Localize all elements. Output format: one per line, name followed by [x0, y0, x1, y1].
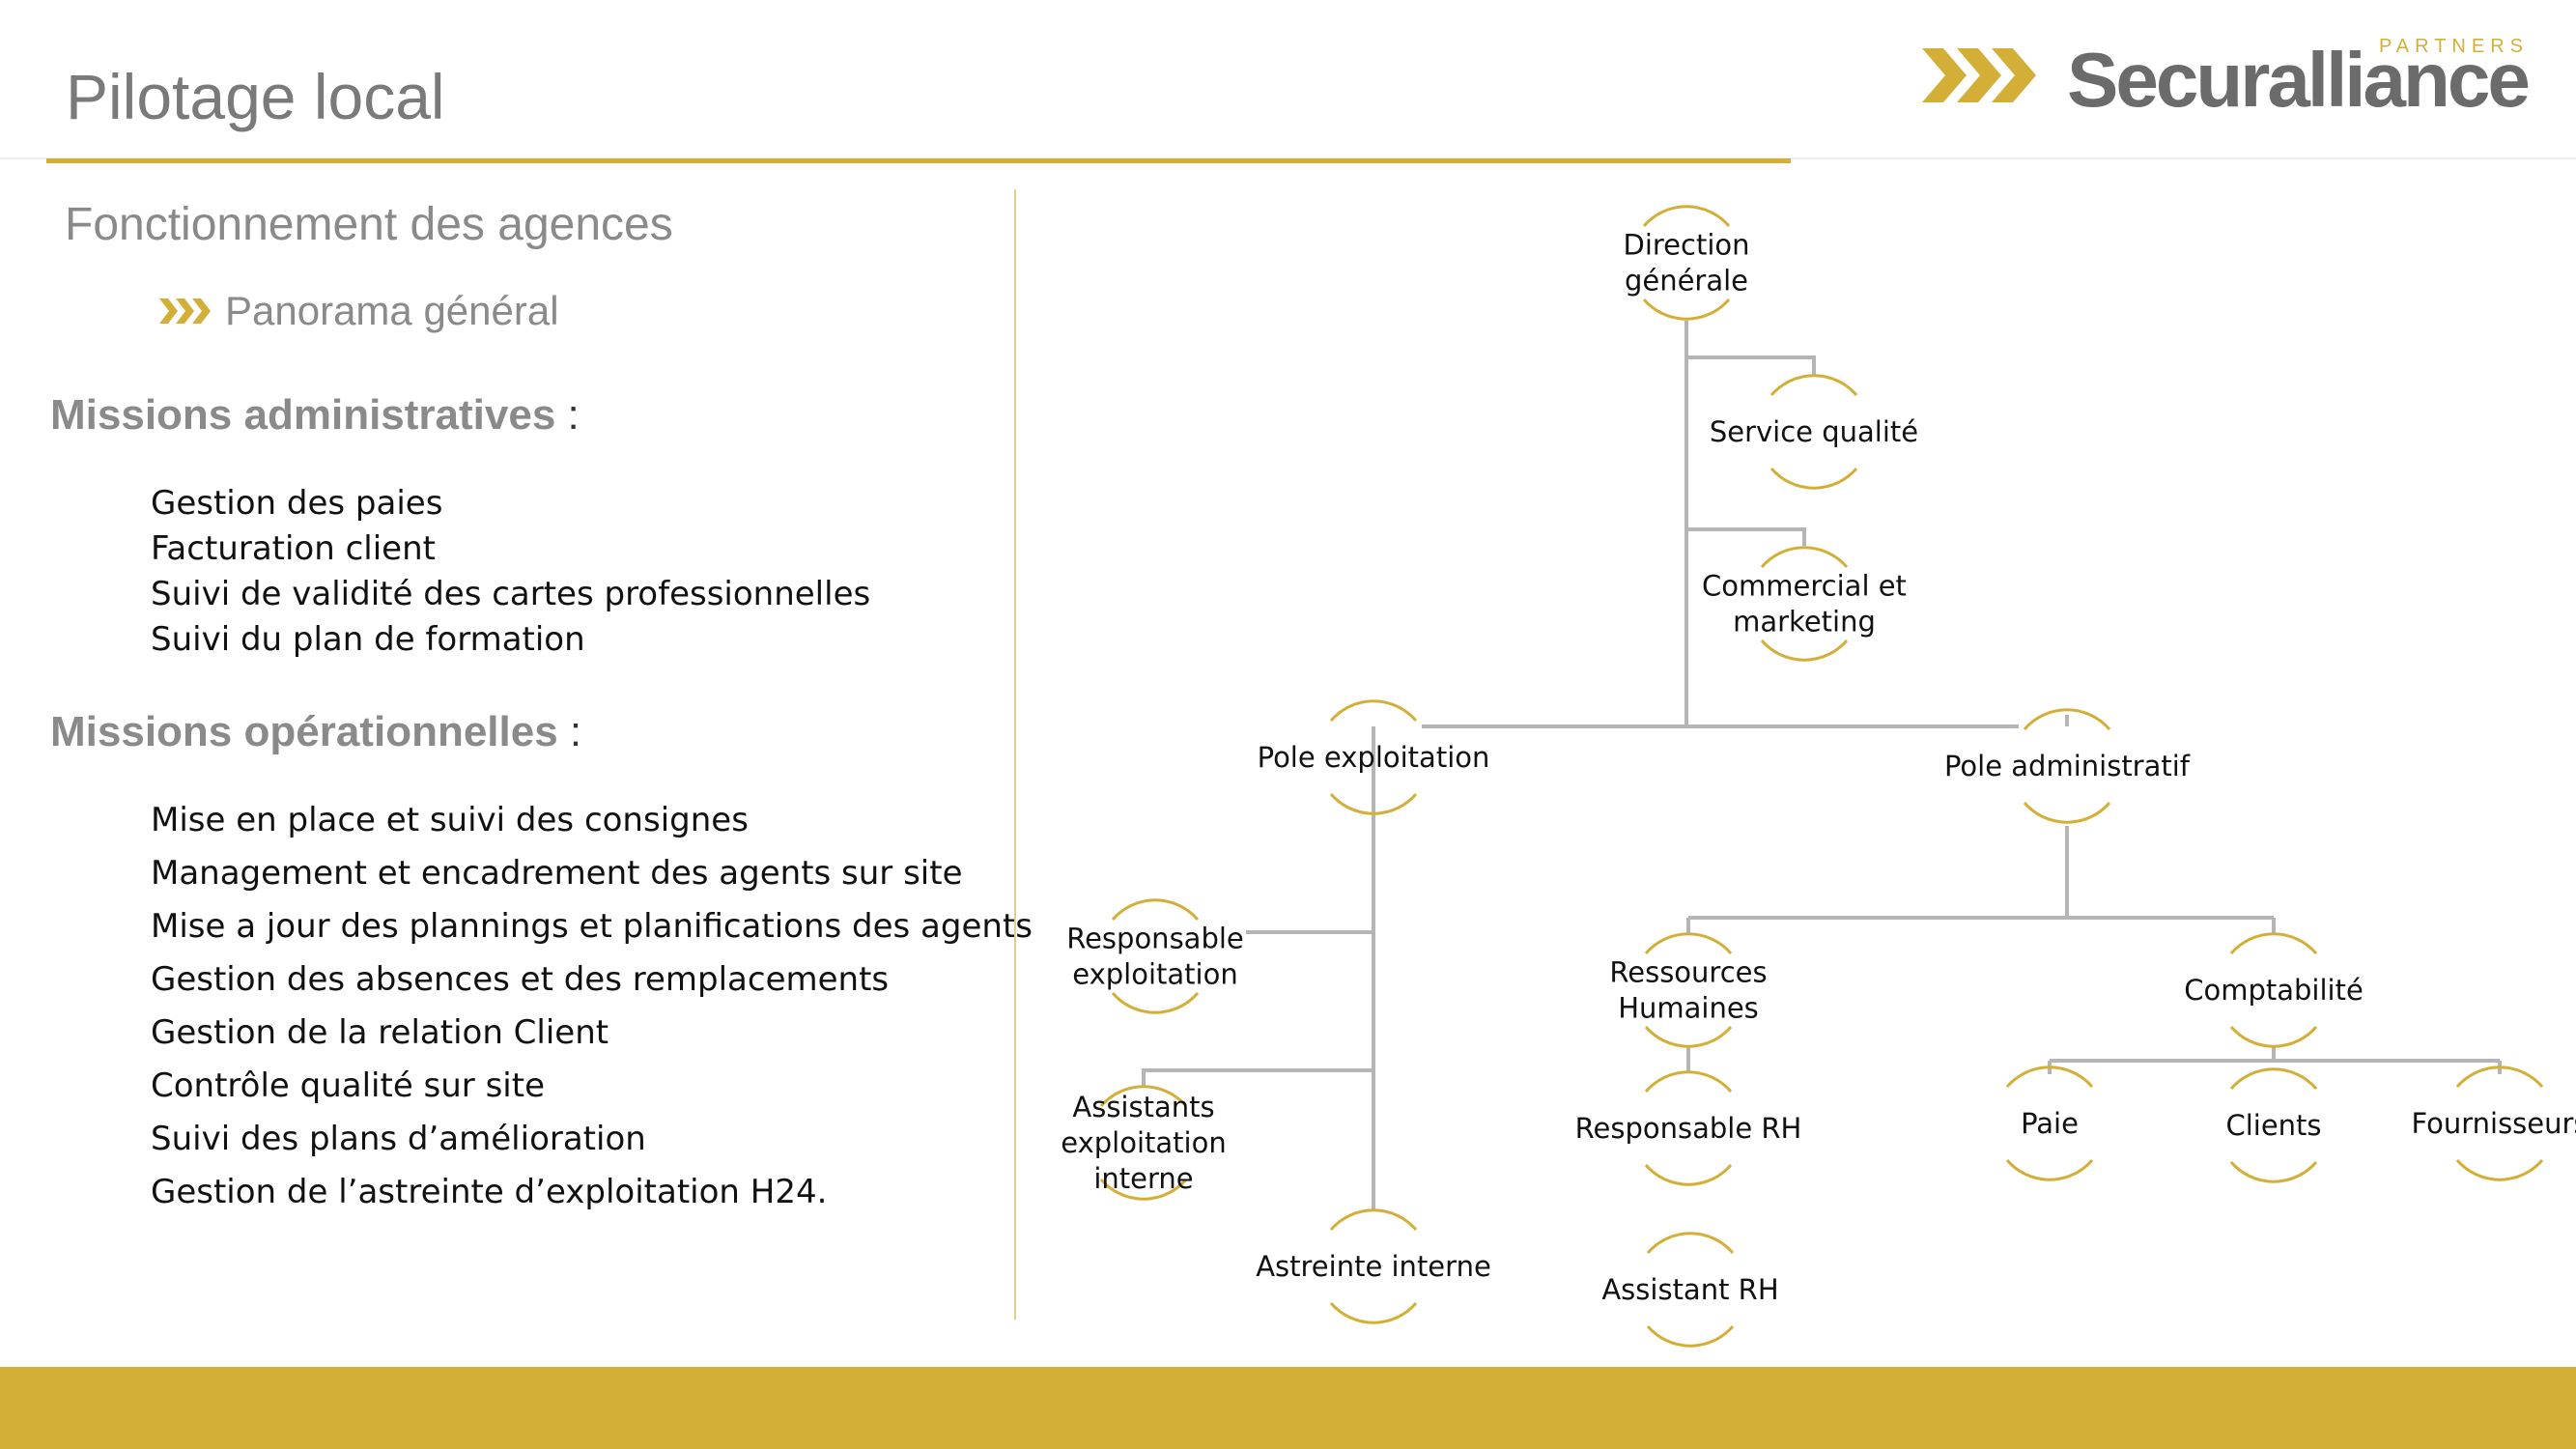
node-arc-top: [1329, 1208, 1418, 1231]
org-node-clients: Clients: [2225, 1067, 2322, 1183]
org-node-pole-exploitation: Pole exploitation: [1258, 699, 1490, 815]
company-logo: PARTNERS Securalliance: [1922, 36, 2531, 123]
node-arc-top: [1642, 205, 1731, 227]
node-arc-bottom: [1099, 1179, 1188, 1201]
node-arc-bottom: [1329, 793, 1418, 815]
node-arc-top: [1644, 932, 1733, 954]
node-arc-bottom: [1646, 1325, 1735, 1348]
node-arc-bottom: [2023, 802, 2111, 824]
node-arc-bottom: [1111, 992, 1200, 1014]
org-node-label: Responsable: [1066, 923, 1244, 955]
list-item: Mise en place et suivi des consignes: [151, 801, 749, 839]
node-arc-top: [2455, 1065, 2544, 1088]
node-arc-bottom: [1644, 1164, 1733, 1186]
node-arc-bottom: [1769, 468, 1858, 490]
node-arc-top: [1769, 374, 1858, 396]
org-node-fournisseurs: Fournisseurs: [2411, 1065, 2576, 1181]
org-node-label: Fournisseurs: [2411, 1107, 2576, 1140]
node-arc-bottom: [2229, 1026, 2318, 1048]
org-node-label: Commercial et: [1702, 570, 1907, 603]
org-node-label: Assistants: [1072, 1091, 1214, 1123]
page-title: Pilotage local: [66, 61, 445, 132]
org-node-label: interne: [1093, 1162, 1193, 1195]
list-item: Gestion de la relation Client: [151, 1013, 609, 1052]
node-arc-bottom: [1329, 1302, 1418, 1324]
node-arc-top: [1099, 1085, 1188, 1107]
column-divider: [1014, 189, 1016, 1320]
node-arc-bottom: [1644, 1026, 1733, 1048]
admin-missions-list: Gestion des paies Facturation client Sui…: [151, 481, 870, 663]
subsection-label: Panorama général: [225, 288, 559, 333]
org-node-label: exploitation: [1072, 958, 1237, 991]
node-arc-bottom: [1760, 639, 1849, 662]
org-node-label: Pole exploitation: [1258, 741, 1490, 774]
node-arc-top: [2229, 932, 2318, 954]
org-connector: [1686, 355, 1816, 377]
org-node-label: Direction: [1623, 229, 1749, 262]
org-node-responsable-rh: Responsable RH: [1575, 1070, 1802, 1186]
list-item: Contrôle qualité sur site: [151, 1066, 545, 1105]
org-node-label: Comptabilité: [2184, 974, 2364, 1007]
org-node-label: Assistant RH: [1601, 1273, 1778, 1306]
list-item: Gestion des paies: [151, 484, 443, 523]
org-node-label: Clients: [2225, 1109, 2321, 1142]
list-item: Suivi de validité des cartes professionn…: [151, 575, 871, 613]
list-item: Mise a jour des plannings et planificati…: [151, 907, 1033, 946]
org-node-label: Astreinte interne: [1256, 1250, 1491, 1283]
org-node-label: exploitation: [1061, 1126, 1226, 1159]
org-node-pole-administratif: Pole administratif: [1944, 708, 2191, 824]
list-item: Suivi des plans d’amélioration: [151, 1120, 646, 1158]
node-arc-bottom: [2005, 1159, 2094, 1181]
node-arc-bottom: [2455, 1159, 2544, 1181]
org-node-paie: Paie: [2005, 1065, 2094, 1181]
list-item: Gestion des absences et des remplacement…: [151, 960, 890, 999]
org-node-qualite: Service qualité: [1710, 374, 1918, 490]
admin-missions-title: Missions administratives :: [50, 391, 580, 439]
node-arc-top: [2229, 1067, 2318, 1090]
node-arc-bottom: [2229, 1161, 2318, 1183]
org-connector: [1142, 1068, 1373, 1087]
node-arc-top: [2005, 1065, 2094, 1088]
subsection: Panorama général: [159, 288, 559, 334]
org-node-label: Responsable RH: [1575, 1112, 1802, 1145]
footer-band: [0, 1367, 2576, 1449]
logo-text: Securalliance: [2067, 37, 2528, 123]
node-arc-top: [1760, 546, 1849, 568]
org-connector: [1686, 527, 1806, 546]
node-arc-top: [1111, 898, 1200, 921]
org-node-assistant-rh: Assistant RH: [1601, 1232, 1779, 1348]
section-heading: Fonctionnement des agences: [65, 199, 673, 250]
list-item: Gestion de l’astreinte d’exploitation H2…: [151, 1173, 828, 1211]
org-node-label: Service qualité: [1710, 415, 1918, 448]
ops-missions-title: Missions opérationnelles :: [50, 708, 582, 755]
node-arc-top: [1329, 699, 1418, 722]
org-node-comptabilite: Comptabilité: [2184, 932, 2364, 1048]
logo-subtext: PARTNERS: [2379, 36, 2529, 57]
org-node-label: Humaines: [1618, 992, 1759, 1025]
node-arc-top: [1644, 1070, 1733, 1093]
list-item: Management et encadrement des agents sur…: [151, 854, 963, 893]
node-arc-bottom: [1642, 298, 1731, 321]
ops-missions-list: Mise en place et suivi des consignes Man…: [151, 794, 1033, 1219]
org-node-astreinte: Astreinte interne: [1256, 1208, 1491, 1324]
list-item: Suivi du plan de formation: [151, 620, 585, 659]
org-node-label: marketing: [1733, 606, 1876, 639]
org-node-label: Paie: [2021, 1107, 2079, 1140]
triple-chevron-icon: [159, 298, 211, 324]
org-node-label: Pole administratif: [1944, 750, 2191, 782]
title-underline: [46, 158, 1791, 163]
org-node-label: Ressources: [1609, 956, 1767, 989]
node-arc-top: [2023, 708, 2111, 730]
org-node-label: générale: [1625, 265, 1748, 298]
node-arc-top: [1646, 1232, 1735, 1254]
list-item: Facturation client: [151, 529, 436, 568]
